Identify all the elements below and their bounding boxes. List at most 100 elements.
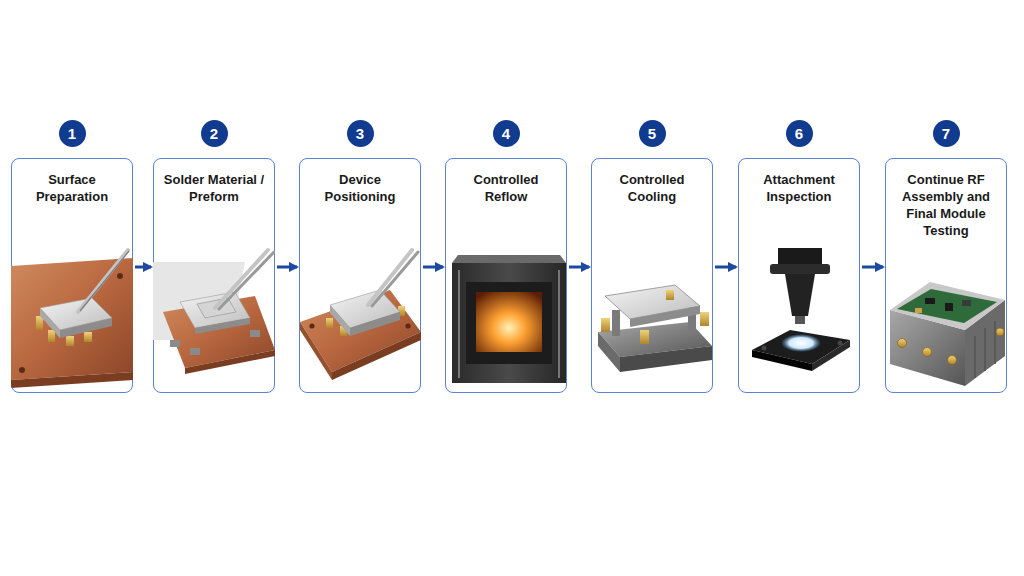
rf-module-housing <box>890 282 1005 386</box>
device-side <box>350 312 400 336</box>
step-title: Solder Material / Preform <box>159 171 269 205</box>
objective-lens <box>785 274 815 316</box>
work-sheet <box>153 262 245 340</box>
microscope-collar <box>770 264 830 274</box>
gold-pad <box>66 336 74 346</box>
process-box: Solder Material / Preform <box>153 158 275 393</box>
housing-rim <box>890 282 1005 330</box>
process-box: Attachment Inspection <box>738 158 860 393</box>
mount-hole <box>309 323 314 328</box>
step-title: Attachment Inspection <box>744 171 854 205</box>
chip-side <box>40 308 60 338</box>
component <box>190 348 200 355</box>
oven-rail <box>558 270 560 378</box>
gold-lead <box>326 318 333 328</box>
fixture-post <box>612 310 620 336</box>
sma-connector <box>996 328 1004 336</box>
stage-knob <box>838 341 843 346</box>
step-title: Controlled Reflow <box>451 171 561 205</box>
cooling-fin <box>994 321 996 364</box>
gold-pad <box>48 330 55 342</box>
flow-arrow <box>715 266 736 269</box>
device-side <box>330 305 350 336</box>
fixture-base <box>598 322 712 357</box>
step-number-text: 1 <box>68 126 76 141</box>
flow-arrow <box>423 266 443 269</box>
copper-baseplate <box>11 258 133 380</box>
step-title: Controlled Cooling <box>597 171 707 205</box>
process-box: Device Positioning <box>299 158 421 393</box>
step-title: Surface Preparation <box>17 171 127 205</box>
brass-bolt <box>601 318 610 332</box>
step-number-text: 7 <box>942 126 950 141</box>
fixture-post <box>688 302 696 330</box>
stage-side <box>812 340 850 371</box>
pcb-component <box>925 298 935 304</box>
cooling-fin <box>984 328 986 371</box>
sma-connector <box>948 356 957 365</box>
oven-frame <box>466 282 552 364</box>
flow-arrow <box>135 266 151 269</box>
component <box>250 330 260 337</box>
step-number: 2 <box>201 120 228 147</box>
tweezers <box>215 250 268 308</box>
inspection-light <box>781 334 821 352</box>
tweezers <box>372 252 418 306</box>
oven-window <box>476 292 542 352</box>
positioning-illustration <box>300 250 421 380</box>
gold-pad <box>84 332 92 342</box>
microscope-body <box>778 248 822 270</box>
chip-side <box>195 318 250 334</box>
inspection-stage <box>752 330 850 364</box>
pcb-component <box>945 303 953 311</box>
mount-hole <box>405 323 410 328</box>
component <box>170 340 180 347</box>
gold-lead <box>384 312 391 322</box>
step-number: 7 <box>933 120 960 147</box>
chip-side <box>60 318 112 338</box>
fixture-base-side <box>598 332 620 372</box>
step-number-text: 4 <box>502 126 510 141</box>
flow-arrow <box>569 266 589 269</box>
housing-side <box>965 300 1005 386</box>
oven-top <box>452 255 566 263</box>
mount-hole <box>19 367 25 373</box>
step-number-text: 2 <box>210 126 218 141</box>
brass-bolt <box>700 312 709 326</box>
process-box: Controlled Cooling <box>591 158 713 393</box>
brass-bolt <box>640 330 649 344</box>
step-number: 3 <box>347 120 374 147</box>
objective-tip <box>795 316 805 324</box>
step-number: 1 <box>59 120 86 147</box>
step-title: Continue RF Assembly and Final Module Te… <box>891 171 1001 240</box>
step-number: 6 <box>786 120 813 147</box>
fixture-plate-side <box>630 306 700 327</box>
fixture-top-plate <box>605 285 700 319</box>
process-box: Continue RF Assembly and Final Module Te… <box>885 158 1007 393</box>
stage-side <box>752 350 812 371</box>
chip-lid <box>40 298 112 330</box>
cooling-fixture <box>598 285 712 372</box>
probe-tool <box>78 250 128 312</box>
sma-connector <box>923 348 932 357</box>
pcb-component <box>962 300 971 306</box>
gold-pad <box>36 316 43 330</box>
probe-tool <box>80 251 129 311</box>
oven-body <box>452 263 566 383</box>
reflow-oven <box>452 255 566 383</box>
step-number-text: 3 <box>356 126 364 141</box>
flow-arrow <box>862 266 883 269</box>
chip-lid <box>180 292 250 328</box>
fixture-base-side <box>620 346 712 372</box>
tweezers <box>368 250 412 305</box>
solder-preform <box>197 298 236 318</box>
step-number-text: 5 <box>648 126 656 141</box>
copper-board <box>163 296 275 368</box>
step-number-text: 6 <box>795 126 803 141</box>
oven-rail <box>458 270 460 378</box>
cooling-fin <box>974 336 976 378</box>
tweezers <box>219 252 274 309</box>
board-edge <box>185 350 275 374</box>
pcb-component <box>915 308 922 313</box>
